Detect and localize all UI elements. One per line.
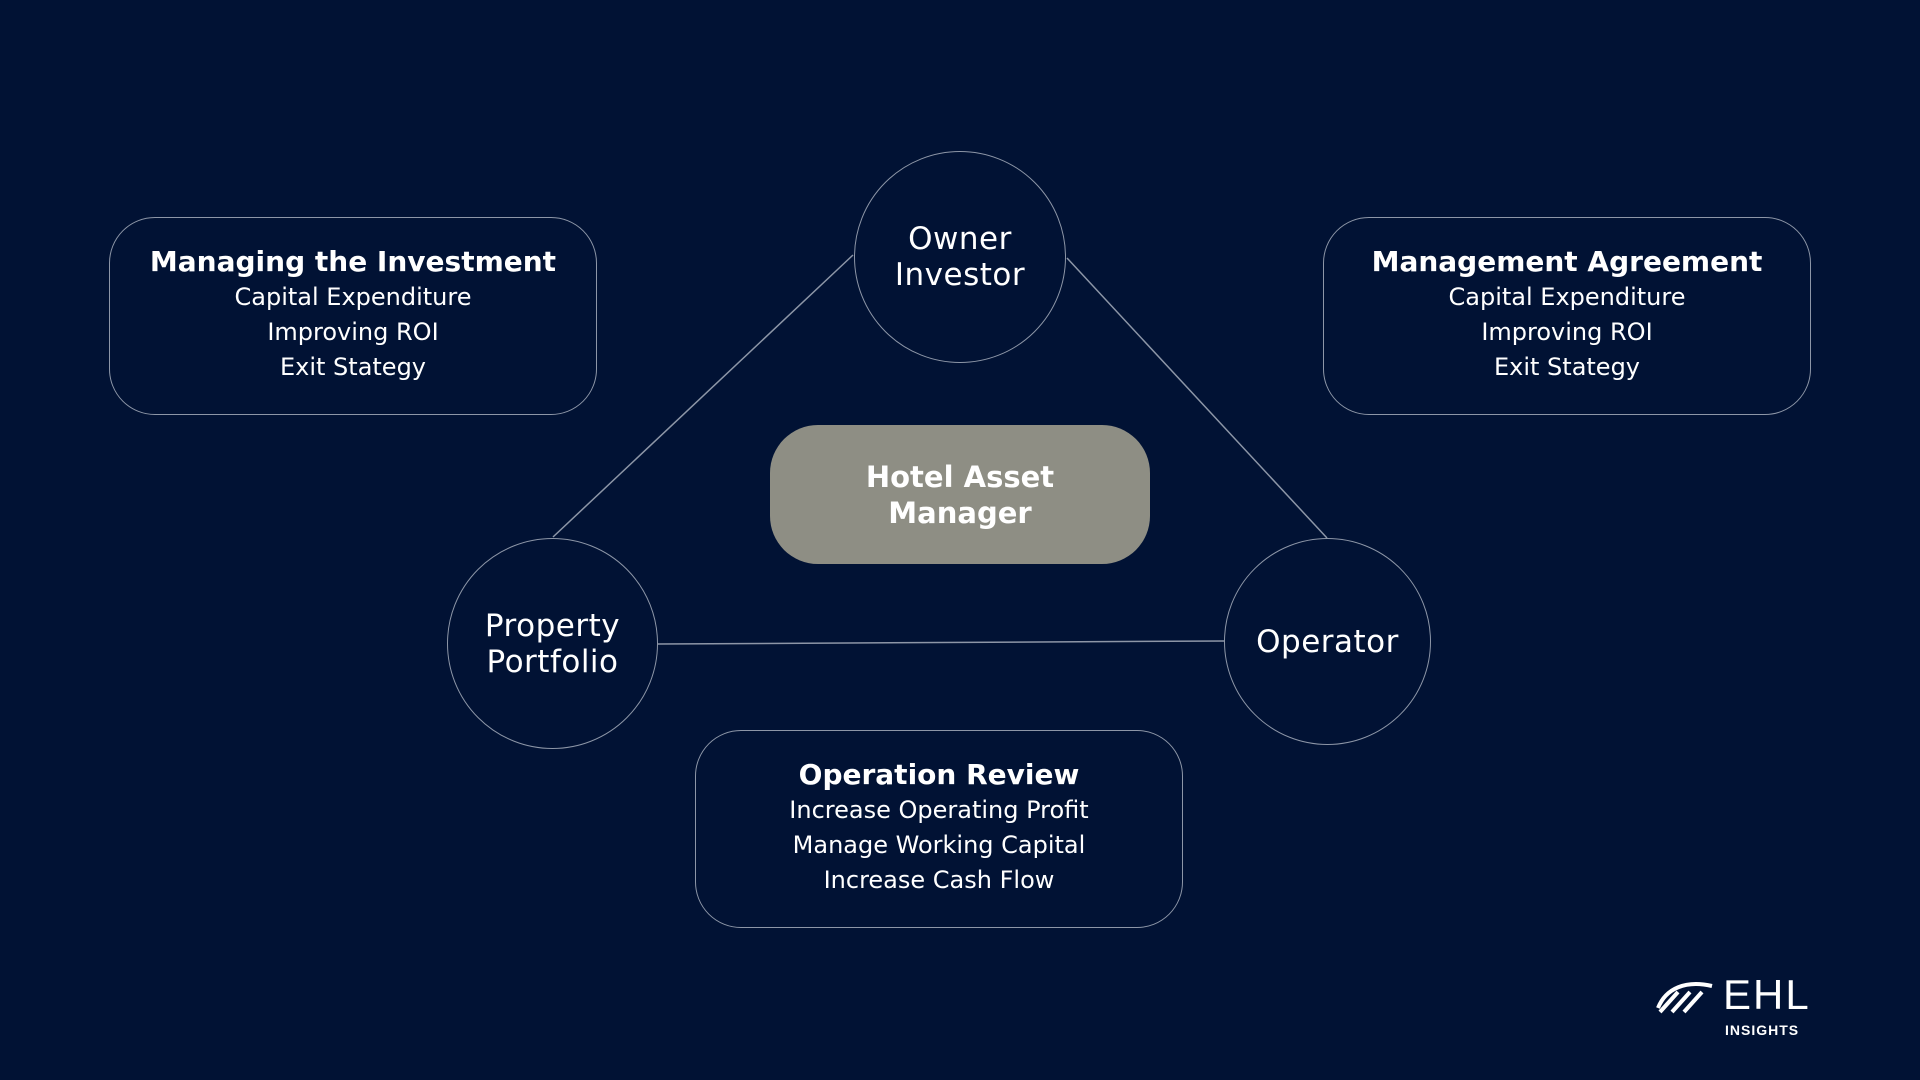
management-agreement-line: Capital Expenditure	[1448, 282, 1686, 311]
hotel-asset-manager-pill: Hotel Asset Manager	[770, 425, 1150, 564]
operator-node: Operator	[1224, 538, 1431, 745]
managing-investment-line: Improving ROI	[267, 317, 439, 346]
managing-investment-line: Capital Expenditure	[234, 282, 472, 311]
management-agreement-title: Management Agreement	[1371, 244, 1763, 278]
ehl-wordmark: EHL	[1723, 971, 1811, 1018]
operation-review-title: Operation Review	[798, 757, 1080, 791]
connector-property-to-operator	[657, 640, 1225, 645]
owner-investor-node: Owner Investor	[854, 151, 1066, 363]
management-agreement-line: Exit Stategy	[1493, 352, 1641, 381]
ehl-logo-mark-icon	[1656, 982, 1713, 1014]
operation-review-line: Increase Operating Profit	[789, 795, 1089, 824]
managing-investment-line: Exit Stategy	[279, 352, 427, 381]
operation-review-box: Operation Review Increase Operating Prof…	[695, 730, 1183, 928]
managing-investment-box: Managing the Investment Capital Expendit…	[109, 217, 597, 415]
management-agreement-line: Improving ROI	[1481, 317, 1653, 346]
operator-label: Operator	[1256, 623, 1399, 660]
managing-investment-title: Managing the Investment	[149, 244, 557, 278]
property-portfolio-node: Property Portfolio	[447, 538, 658, 749]
ehl-insights-logo: EHL INSIGHTS	[1656, 972, 1816, 1042]
owner-investor-label: Owner Investor	[894, 221, 1026, 293]
management-agreement-box: Management Agreement Capital Expenditure…	[1323, 217, 1811, 415]
operation-review-line: Increase Cash Flow	[823, 865, 1055, 894]
ehl-insights-subtitle: INSIGHTS	[1725, 1022, 1800, 1038]
hotel-asset-manager-label: Hotel Asset Manager	[865, 459, 1055, 530]
property-portfolio-label: Property Portfolio	[484, 607, 621, 680]
operation-review-line: Manage Working Capital	[792, 830, 1086, 859]
